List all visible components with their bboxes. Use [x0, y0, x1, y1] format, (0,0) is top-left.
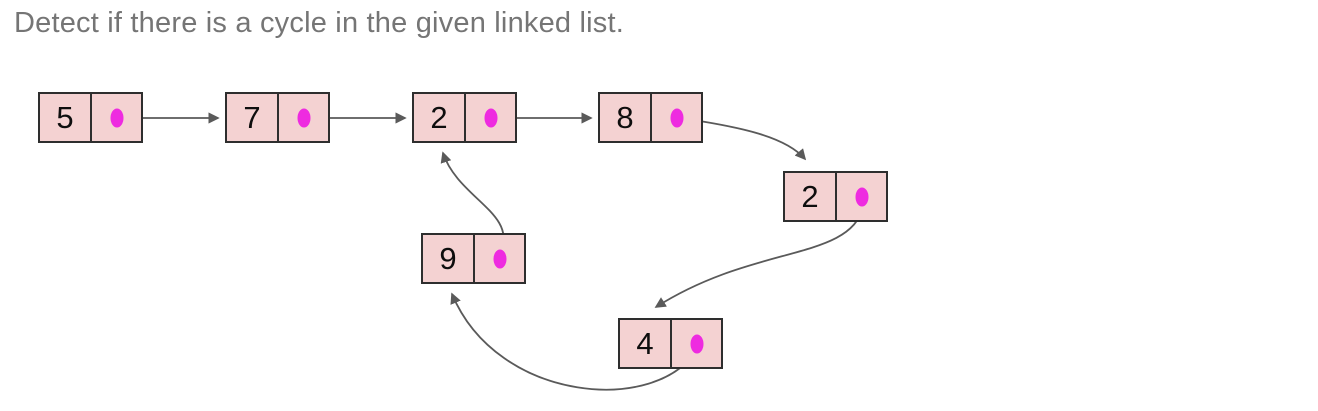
list-node-2b: 2 — [783, 171, 888, 222]
node-value: 4 — [620, 320, 672, 367]
pointer-dot-icon — [670, 108, 683, 127]
node-value: 5 — [40, 94, 92, 141]
pointer-dot-icon — [297, 108, 310, 127]
pointer-dot-icon — [690, 334, 703, 353]
list-node-8: 8 — [598, 92, 703, 143]
list-node-2: 2 — [412, 92, 517, 143]
list-node-9: 9 — [421, 233, 526, 284]
node-next-cell — [672, 320, 721, 367]
node-next-cell — [466, 94, 515, 141]
list-node-4: 4 — [618, 318, 723, 369]
node-value: 8 — [600, 94, 652, 141]
list-node-5: 5 — [38, 92, 143, 143]
pointer-dot-icon — [855, 187, 868, 206]
node-next-cell — [652, 94, 701, 141]
node-value: 9 — [423, 235, 475, 282]
pointer-dot-icon — [493, 249, 506, 268]
pointer-dot-icon — [110, 108, 123, 127]
node-value: 2 — [414, 94, 466, 141]
node-next-cell — [475, 235, 524, 282]
edge-4-to-9-cycle — [450, 292, 697, 391]
node-next-cell — [837, 173, 886, 220]
edge-2b-to-4 — [654, 204, 865, 308]
pointer-dot-icon — [484, 108, 497, 127]
node-next-cell — [92, 94, 141, 141]
node-value: 2 — [785, 173, 837, 220]
list-node-7: 7 — [225, 92, 330, 143]
node-value: 7 — [227, 94, 279, 141]
page-title: Detect if there is a cycle in the given … — [14, 7, 625, 39]
node-next-cell — [279, 94, 328, 141]
